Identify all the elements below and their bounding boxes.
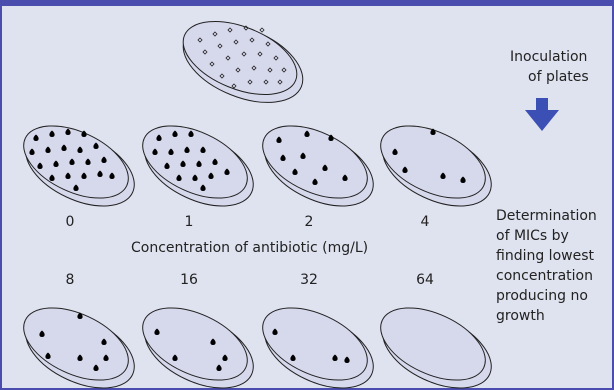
inoculation-label-line-2: of plates bbox=[528, 67, 589, 87]
plate-4 bbox=[370, 111, 504, 221]
inoculation-label-line-1: Inoculation bbox=[510, 47, 587, 67]
plate-agar bbox=[13, 293, 140, 390]
inoculum-plate bbox=[172, 7, 314, 118]
plate-16 bbox=[132, 293, 266, 390]
plate-2 bbox=[252, 111, 386, 221]
concentration-64: 64 bbox=[395, 270, 455, 290]
plate-agar bbox=[132, 293, 259, 390]
concentration-2: 2 bbox=[279, 212, 339, 232]
concentration-4: 4 bbox=[395, 212, 455, 232]
concentration-32: 32 bbox=[279, 270, 339, 290]
concentration-16: 16 bbox=[159, 270, 219, 290]
plate-8 bbox=[13, 293, 147, 390]
plate-0 bbox=[13, 111, 147, 221]
determination-label-line-3: finding lowest bbox=[496, 246, 594, 266]
determination-label-line-6: growth bbox=[496, 306, 545, 326]
plate-64 bbox=[370, 293, 504, 390]
determination-label-line-1: Determination bbox=[496, 206, 597, 226]
determination-label-line-2: of MICs by bbox=[496, 226, 569, 246]
determination-label-line-4: concentration bbox=[496, 266, 593, 286]
plate-32 bbox=[252, 293, 386, 390]
plate-agar bbox=[252, 293, 379, 390]
concentration-8: 8 bbox=[40, 270, 100, 290]
concentration-0: 0 bbox=[40, 212, 100, 232]
concentration-1: 1 bbox=[159, 212, 219, 232]
axis-title: Concentration of antibiotic (mg/L) bbox=[131, 238, 368, 258]
determination-label-line-5: producing no bbox=[496, 286, 588, 306]
inoculum-dot bbox=[260, 28, 264, 32]
plate-1 bbox=[132, 111, 266, 221]
plate-agar bbox=[370, 293, 497, 390]
down-arrow-icon bbox=[525, 98, 559, 131]
